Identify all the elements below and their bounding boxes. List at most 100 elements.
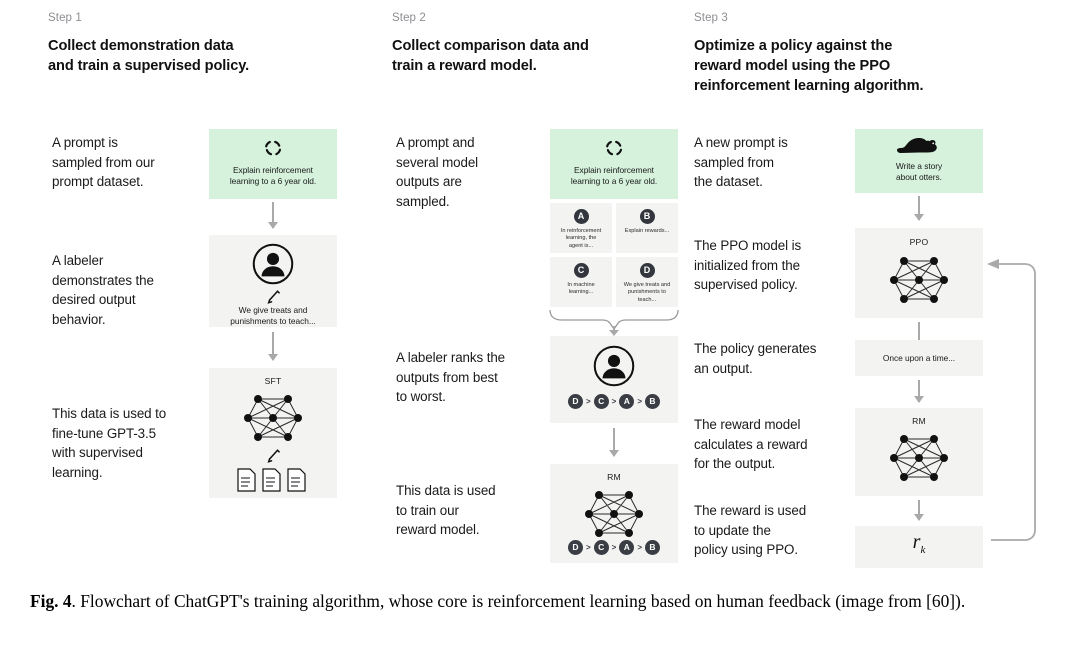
step-2-narrative-1: A prompt and several model outputs are s… [396,135,479,209]
option-text-b: Explain rewards... [624,228,670,234]
step-3-title-line-1: Optimize a policy against the [694,38,893,54]
step-3-output-text: Once upon a time... [882,353,956,363]
option-card-c[interactable]: C In machine learning... [550,257,612,307]
step-2-narrative-2: A labeler ranks the outputs from best to… [396,350,506,405]
caption-body: . Flowchart of ChatGPT's training algori… [71,591,966,611]
otter-icon [855,136,983,158]
step-1-title-line-1: Collect demonstration data [48,38,234,54]
neural-network-icon [550,486,678,542]
refresh-cycle-icon [209,138,337,158]
option-badge-a: A [573,209,589,224]
step-2-prompt-text: Explain reinforcement learning to a 6 ye… [570,165,658,186]
step-3-narrative-3: The policy generates an output. [694,341,817,376]
step-3-label: Step 3 [694,12,728,24]
refresh-cycle-icon [550,138,678,158]
option-text-a: In reinforcement learning, the agent is.… [560,228,602,249]
reward-symbol: rk [855,531,983,556]
step-3-arrow-1 [914,196,924,221]
neural-network-icon [855,430,983,486]
person-avatar-icon [209,242,337,286]
feedback-loop-arrow [973,255,1045,550]
neural-network-icon [855,252,983,308]
step-2-rm-box: RM D > C > A > [550,464,678,563]
rank-badge-4: B [645,540,660,555]
step-2-merge-brace [548,308,680,336]
step-3-arrow-3 [914,380,924,403]
option-text-d: We give treats and punishments to teach.… [623,282,671,303]
step-3-column: Step 3 Optimize a policy against the rew… [685,0,1045,578]
option-badge-d: D [639,263,655,278]
step-3-narrative-4: The reward model calculates a reward for… [694,417,808,472]
step-1-prompt-text: Explain reinforcement learning to a 6 ye… [229,165,317,186]
neural-network-icon [209,390,337,446]
step-1-model-caption: SFT [264,376,282,386]
step-1-labeler-text: We give treats and punishments to teach.… [230,305,316,326]
step-1-model-box: SFT [209,368,337,498]
step-3-reward-box: rk [855,526,983,568]
reward-symbol-r: r [912,531,921,553]
rank-badge-3: A [619,540,635,555]
step-2-labeler-box: D > C > A > B [550,336,678,423]
step-1-narrative-2: A labeler demonstrates the desired outpu… [52,253,154,327]
person-avatar-icon [550,344,678,388]
step-1-title-line-2: and train a supervised policy. [48,58,250,74]
rank-separator: > [585,543,591,552]
step-3-rm-box: RM [855,408,983,496]
step-1-prompt-box: Explain reinforcement learning to a 6 ye… [209,129,337,199]
rank-separator: > [637,397,642,406]
step-1-label: Step 1 [48,12,82,24]
step-1-arrow-1 [268,202,278,229]
step-2-rm-ranking-row: D > C > A > B [550,540,678,555]
step-1-labeler-box: We give treats and punishments to teach.… [209,235,337,327]
pencil-icon [209,289,337,305]
step-2-title-line-2: train a reward model. [392,58,537,74]
option-card-a[interactable]: A In reinforcement learning, the agent i… [550,203,612,253]
rank-badge-1: D [567,394,583,409]
documents-icon [209,467,337,493]
option-text-c: In machine learning... [567,282,595,296]
step-2-title-line-1: Collect comparison data and [392,38,589,54]
step-1-column: Step 1 Collect demonstration data and tr… [0,0,352,578]
flowchart-figure: Step 1 Collect demonstration data and tr… [0,0,1045,578]
option-card-b[interactable]: B Explain rewards... [616,203,678,253]
option-badge-c: C [573,263,589,278]
step-2-label: Step 2 [392,12,426,24]
step-2-ranking-row: D > C > A > B [550,394,678,409]
pencil-icon [209,448,337,464]
rank-separator: > [637,543,642,552]
option-card-d[interactable]: D We give treats and punishments to teac… [616,257,678,307]
step-3-title: Optimize a policy against the reward mod… [694,36,924,96]
step-3-narrative-1: A new prompt is sampled from the dataset… [694,135,788,190]
step-3-rm-caption: RM [912,416,926,426]
rank-badge-4: B [645,394,660,409]
step-3-output-box: Once upon a time... [855,340,983,376]
rank-badge-2: C [593,540,609,555]
step-3-title-line-3: reinforcement learning algorithm. [694,78,924,94]
step-3-prompt-text: Write a story about otters. [895,161,943,182]
step-1-arrow-2 [268,332,278,361]
rank-badge-2: C [593,394,609,409]
step-1-narrative-3: This data is used to fine-tune GPT-3.5 w… [52,406,167,480]
step-3-narrative-2: The PPO model is initialized from the su… [694,238,802,293]
step-3-prompt-box: Write a story about otters. [855,129,983,193]
step-2-narrative-3: This data is used to train our reward mo… [396,483,496,538]
step-2-title: Collect comparison data and train a rewa… [392,36,589,76]
step-3-narrative-5: The reward is used to update the policy … [694,503,807,558]
step-1-narrative-1: A prompt is sampled from our prompt data… [52,135,155,190]
rank-separator: > [611,397,617,406]
caption-prefix: Fig. 4 [30,591,72,611]
rank-badge-3: A [619,394,635,409]
rank-badge-1: D [567,540,583,555]
step-2-arrow-1 [609,428,619,457]
reward-symbol-k: k [920,544,926,556]
step-3-ppo-box: PPO [855,228,983,318]
step-3-ppo-caption: PPO [909,237,929,247]
figure-caption: Fig. 4. Flowchart of ChatGPT's training … [30,586,1052,616]
step-3-title-line-2: reward model using the PPO [694,58,891,74]
step-3-arrow-4 [914,500,924,521]
rank-separator: > [611,543,617,552]
step-2-rm-caption: RM [607,472,621,482]
rank-separator: > [585,397,591,406]
step-2-prompt-box: Explain reinforcement learning to a 6 ye… [550,129,678,199]
step-2-column: Step 2 Collect comparison data and train… [352,0,685,578]
